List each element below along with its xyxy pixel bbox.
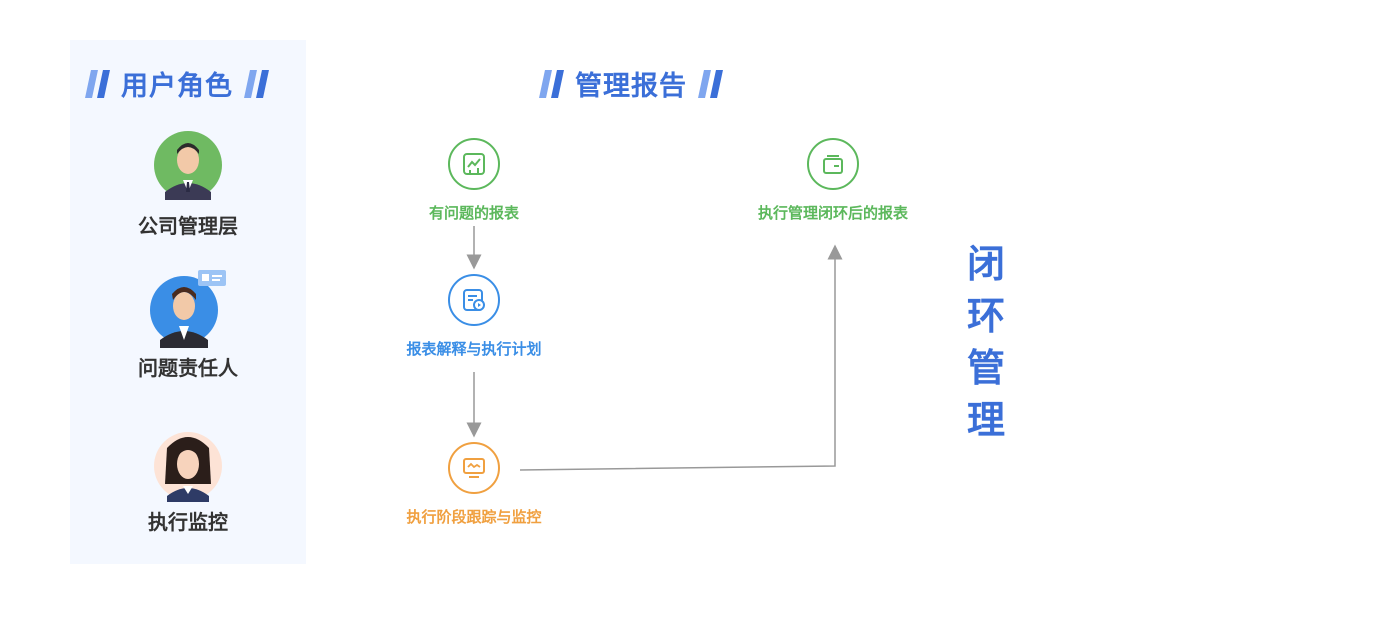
responsible-avatar-icon: [150, 270, 226, 348]
manager-avatar-icon: [154, 131, 222, 200]
role-label: 公司管理层: [138, 214, 238, 238]
flow-node-label: 有问题的报表: [428, 204, 519, 222]
report-play-icon: [463, 289, 485, 311]
flow-node-closed-report: 执行管理闭环后的报表: [733, 138, 933, 223]
flow-node-label: 执行阶段跟踪与监控: [406, 508, 542, 526]
arrow-3-to-4: [519, 244, 843, 471]
roles-title: 用户角色: [85, 64, 269, 103]
role-label: 执行监控: [148, 510, 228, 534]
closed-loop-char: 环: [966, 294, 1005, 338]
closed-loop-char: 理: [966, 398, 1005, 442]
report-title: 管理报告: [539, 64, 723, 103]
closed-loop-char: 闭: [966, 242, 1005, 286]
closed-loop-char: 管: [966, 346, 1005, 390]
chart-report-icon: [463, 153, 485, 175]
flow-node-label: 执行管理闭环后的报表: [757, 204, 908, 222]
flow-node-label: 报表解释与执行计划: [406, 340, 542, 358]
flow-node-interpretation: 报表解释与执行计划: [374, 274, 574, 359]
monitor-icon: [463, 458, 485, 478]
roles-title-text: 用户角色: [121, 71, 233, 102]
wallet-report-icon: [823, 155, 843, 174]
role-management: 公司管理层: [70, 130, 306, 239]
role-monitor: 执行监控: [70, 428, 306, 535]
role-label: 问题责任人: [138, 356, 238, 380]
flow-node-tracking: 执行阶段跟踪与监控: [374, 442, 574, 527]
role-responsible: 问题责任人: [70, 268, 306, 381]
report-title-text: 管理报告: [575, 71, 687, 102]
closed-loop-label: 闭 环 管 理: [962, 238, 1010, 446]
flow-node-problem-report: 有问题的报表: [374, 138, 574, 223]
monitor-avatar-icon: [154, 432, 222, 502]
